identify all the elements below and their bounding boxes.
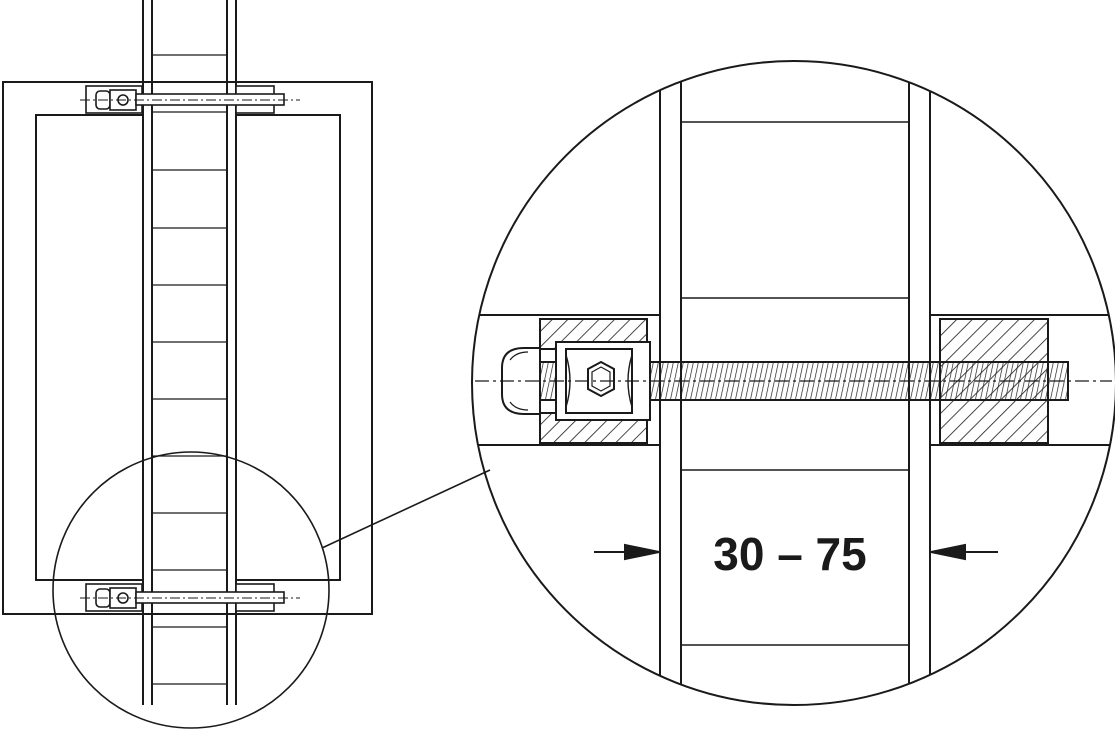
dimension-arrow-left-icon [624, 543, 660, 561]
detail-view [472, 61, 1115, 705]
overview-view [2, 0, 373, 729]
bolt-assembly-top [80, 85, 300, 114]
dimension-arrow-right-icon [930, 543, 966, 561]
detail-door-leaves [472, 314, 1115, 446]
detail-callout-circle [52, 451, 330, 729]
dimension-label: 30 – 75 [713, 528, 866, 580]
detail-leader-line [321, 469, 491, 549]
detail-view-circle [471, 60, 1115, 706]
bolt-assembly-bottom [80, 583, 300, 612]
door-frame-outer [2, 81, 373, 615]
dimension-arrows [594, 543, 998, 561]
door-leaf-right [236, 114, 341, 581]
door-leaf-left [35, 114, 143, 581]
